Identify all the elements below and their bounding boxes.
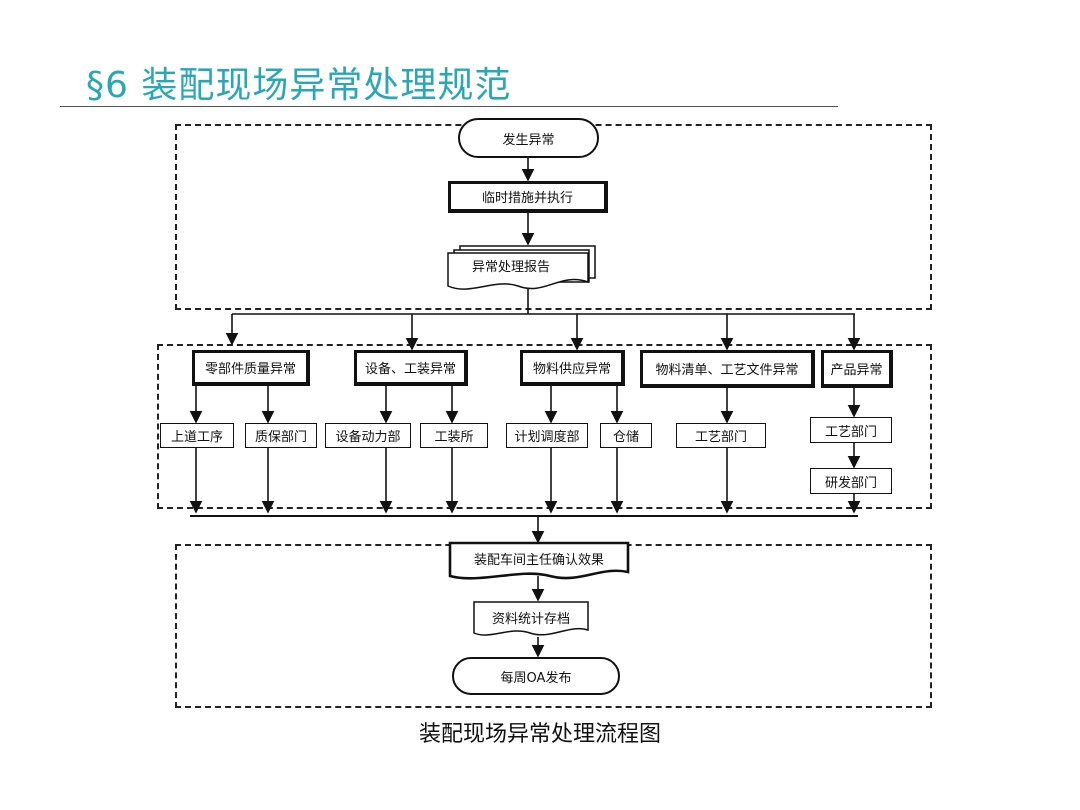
dept-qa: 质保部门 [245, 423, 317, 448]
dept-process-b: 工艺部门 [810, 417, 892, 443]
category-equipment: 设备、工装异常 [354, 350, 468, 386]
confirm-label: 装配车间主任确认效果 [473, 552, 604, 568]
dept-warehouse-label: 仓储 [612, 430, 639, 445]
dept-prev-process-label: 上道工序 [170, 430, 223, 445]
confirm-document-shape [448, 541, 630, 580]
category-material-supply: 物料供应异常 [520, 350, 625, 386]
dept-rnd: 研发部门 [810, 468, 892, 494]
dept-warehouse: 仓储 [600, 423, 652, 448]
figure-caption: 装配现场异常处理流程图 [418, 722, 661, 747]
dept-rnd-label: 研发部门 [824, 475, 877, 491]
archive-document-shape [473, 601, 589, 636]
dept-planning-label: 计划调度部 [514, 430, 580, 445]
archive-label-box: 资料统计存档 [476, 606, 586, 628]
slide-title: §6 装配现场异常处理规范 [86, 65, 512, 106]
publish-label: 每周OA发布 [500, 670, 572, 686]
category-bom-process-doc: 物料清单、工艺文件异常 [640, 350, 815, 388]
category-part-quality: 零部件质量异常 [192, 350, 310, 386]
report-label-box: 异常处理报告 [452, 254, 582, 276]
dept-equipment-power: 设备动力部 [325, 423, 411, 448]
group-responsibility [157, 344, 932, 509]
dept-tooling: 工装所 [420, 423, 488, 448]
temp-measure-label: 临时措施并执行 [481, 191, 573, 206]
dept-qa-label: 质保部门 [254, 430, 307, 445]
category-material-supply-label: 物料供应异常 [532, 362, 611, 377]
start-label: 发生异常 [502, 132, 555, 148]
category-bom-process-doc-label: 物料清单、工艺文件异常 [655, 363, 799, 378]
confirm-label-box: 装配车间主任确认效果 [452, 547, 626, 569]
dept-planning: 计划调度部 [506, 423, 588, 448]
title-divider [60, 106, 838, 107]
dept-process-b-label: 工艺部门 [824, 424, 877, 440]
temp-measure-box: 临时措施并执行 [448, 181, 608, 213]
report-label: 异常处理报告 [472, 259, 551, 275]
category-part-quality-label: 零部件质量异常 [204, 362, 296, 377]
report-document-shape [447, 252, 589, 290]
dept-equipment-power-label: 设备动力部 [335, 430, 401, 445]
archive-label: 资料统计存档 [491, 611, 570, 627]
dept-process-a: 工艺部门 [676, 423, 766, 448]
publish-terminal: 每周OA发布 [452, 657, 620, 695]
category-product-label: 产品异常 [830, 363, 883, 378]
category-equipment-label: 设备、工装异常 [364, 362, 456, 377]
dept-prev-process: 上道工序 [160, 423, 234, 448]
start-terminal: 发生异常 [458, 118, 599, 158]
dept-process-a-label: 工艺部门 [694, 430, 747, 445]
dept-tooling-label: 工装所 [434, 430, 474, 445]
category-product: 产品异常 [821, 350, 893, 388]
